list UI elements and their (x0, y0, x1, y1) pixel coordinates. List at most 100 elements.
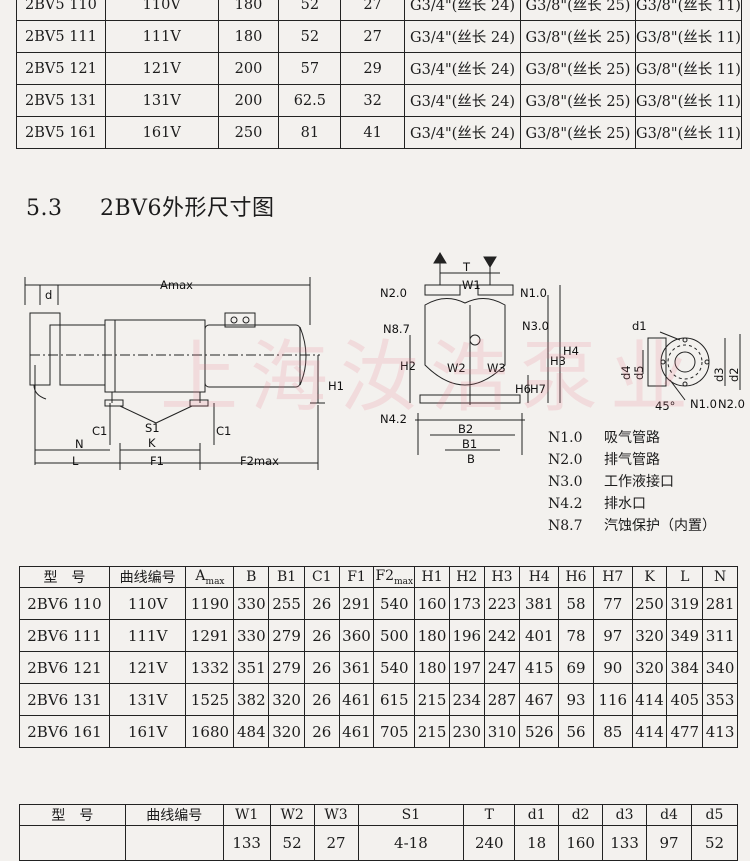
column-header: d1 (514, 804, 560, 826)
table-cell: 349 (666, 619, 704, 652)
table-cell: 27 (340, 0, 406, 21)
table-cell: G3/8"(丝长 25) (520, 116, 636, 149)
column-header: F1 (338, 566, 375, 588)
label-w2: W2 (447, 361, 466, 375)
table-cell: 291 (338, 587, 375, 620)
legend-desc: 工作液接口 (604, 474, 674, 490)
table-cell: G3/4"(丝长 24) (404, 84, 521, 117)
table-cell: 540 (373, 587, 416, 620)
table-cell: 2BV6 131 (19, 683, 110, 716)
table-cell: 353 (702, 683, 738, 716)
column-header: 曲线编号 (108, 566, 187, 588)
table-cell: 311 (702, 619, 738, 652)
table-cell: 2BV5 161 (16, 116, 106, 149)
table-cell: 360 (338, 619, 375, 652)
column-header: K (631, 566, 668, 588)
table-cell: 197 (448, 651, 485, 684)
table-cell: 381 (519, 587, 560, 620)
table-cell: 250 (217, 116, 280, 149)
column-header: d4 (646, 804, 692, 826)
table-cell: 340 (702, 651, 738, 684)
table-cell: G3/8"(丝长 11) (634, 84, 743, 117)
table-cell (19, 825, 126, 861)
column-header: F2max (373, 566, 416, 588)
table-cell: 81 (278, 116, 342, 149)
table-cell: 1332 (185, 651, 235, 684)
table-cell: 330 (233, 587, 270, 620)
table-cell: 97 (592, 619, 633, 652)
table-cell: 500 (373, 619, 416, 652)
table-cell: 180 (414, 619, 450, 652)
table-cell: 58 (558, 587, 594, 620)
table-cell: 405 (666, 683, 704, 716)
label-d5: d5 (632, 365, 646, 380)
table-cell: 41 (340, 116, 406, 149)
table-cell: 310 (483, 715, 521, 748)
label-d: d (45, 288, 52, 302)
table-cell: 320 (268, 715, 305, 748)
table-cell: 230 (448, 715, 485, 748)
column-header: 曲线编号 (124, 804, 224, 826)
table-cell: 1680 (185, 715, 235, 748)
flange-detail-drawing: d1 d4 d5 d3 d2 45° N1.0 N2.0 (619, 319, 745, 413)
table-cell: 2BV6 161 (19, 715, 110, 748)
table-cell: 320 (631, 651, 668, 684)
table-cell: 110V (108, 587, 187, 620)
table-cell: 62.5 (278, 84, 342, 117)
column-header: 型 号 (19, 804, 126, 826)
label-b: B (467, 452, 475, 466)
table-cell: 467 (519, 683, 560, 716)
table-cell: 161V (108, 715, 187, 748)
table-cell: 52 (278, 0, 342, 21)
table-cell: 250 (631, 587, 668, 620)
table-cell: G3/8"(丝长 25) (520, 84, 636, 117)
table-cell: 4-18 (357, 825, 465, 861)
column-header: H4 (519, 566, 560, 588)
table-cell: 705 (373, 715, 416, 748)
legend-desc: 排气管路 (604, 452, 660, 468)
table-cell: 2BV5 121 (16, 52, 106, 85)
table-cell: 242 (483, 619, 521, 652)
label-w3: W3 (487, 361, 506, 375)
table-cell: 615 (373, 683, 416, 716)
column-header: H1 (414, 566, 450, 588)
table-cell: 26 (303, 715, 340, 748)
table-cell: 330 (233, 619, 270, 652)
column-header: Amax (185, 566, 235, 588)
table-cell (124, 825, 224, 861)
label-n20: N2.0 (380, 286, 407, 300)
column-header: W2 (269, 804, 315, 826)
label-f1: F1 (150, 454, 164, 468)
table-cell: 200 (217, 84, 280, 117)
table-cell: 382 (233, 683, 270, 716)
column-header: H7 (592, 566, 633, 588)
column-header: N (702, 566, 738, 588)
label-b2: B2 (458, 422, 473, 436)
table-cell: 361 (338, 651, 375, 684)
table-cell: 26 (303, 587, 340, 620)
column-header: d2 (558, 804, 604, 826)
table-cell: 540 (373, 651, 416, 684)
label-d4: d4 (619, 365, 633, 380)
table-cell: G3/4"(丝长 24) (404, 0, 521, 21)
table-cell: 414 (631, 683, 668, 716)
table-cell: 319 (666, 587, 704, 620)
table-cell: 320 (268, 683, 305, 716)
table-cell: 1190 (185, 587, 235, 620)
label-n87: N8.7 (383, 322, 410, 336)
